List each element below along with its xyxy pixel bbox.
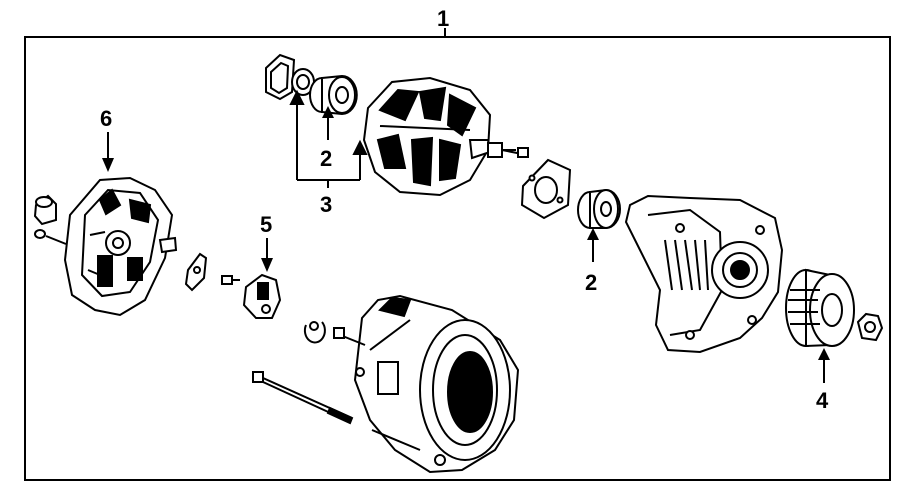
callout-2-right: 2 <box>585 228 599 295</box>
rear-cover <box>63 176 178 317</box>
rear-bearing <box>309 74 358 116</box>
callout-1: 1 <box>437 6 449 37</box>
pulley <box>785 268 855 348</box>
brush-holder <box>242 273 282 319</box>
callout-3-label: 3 <box>320 192 332 217</box>
callout-6: 6 <box>100 106 114 172</box>
callout-3: 3 <box>289 89 368 217</box>
retaining-clip <box>303 321 326 344</box>
front-frame <box>624 194 784 354</box>
rotor <box>362 76 516 197</box>
terminal-plate <box>184 252 208 292</box>
callout-2b-label: 2 <box>585 270 597 295</box>
terminal-insulator <box>33 194 67 245</box>
through-bolt <box>252 371 354 425</box>
callout-5-label: 5 <box>260 212 272 237</box>
pulley-nut <box>856 312 884 342</box>
rotor-screw <box>501 147 529 158</box>
callout-2-top: 2 <box>320 106 334 171</box>
callout-2a-label: 2 <box>320 146 332 171</box>
callout-4-label: 4 <box>816 388 829 413</box>
bearing-retainer <box>520 158 572 220</box>
callout-5: 5 <box>260 212 273 272</box>
callout-1-label: 1 <box>437 6 449 31</box>
front-bearing <box>577 188 621 229</box>
callout-4: 4 <box>816 348 830 413</box>
callout-6-label: 6 <box>100 106 112 131</box>
diagram-border <box>24 36 891 481</box>
seal-ring <box>265 53 296 101</box>
stator-rear-frame <box>333 294 520 474</box>
screw-small <box>221 275 240 285</box>
